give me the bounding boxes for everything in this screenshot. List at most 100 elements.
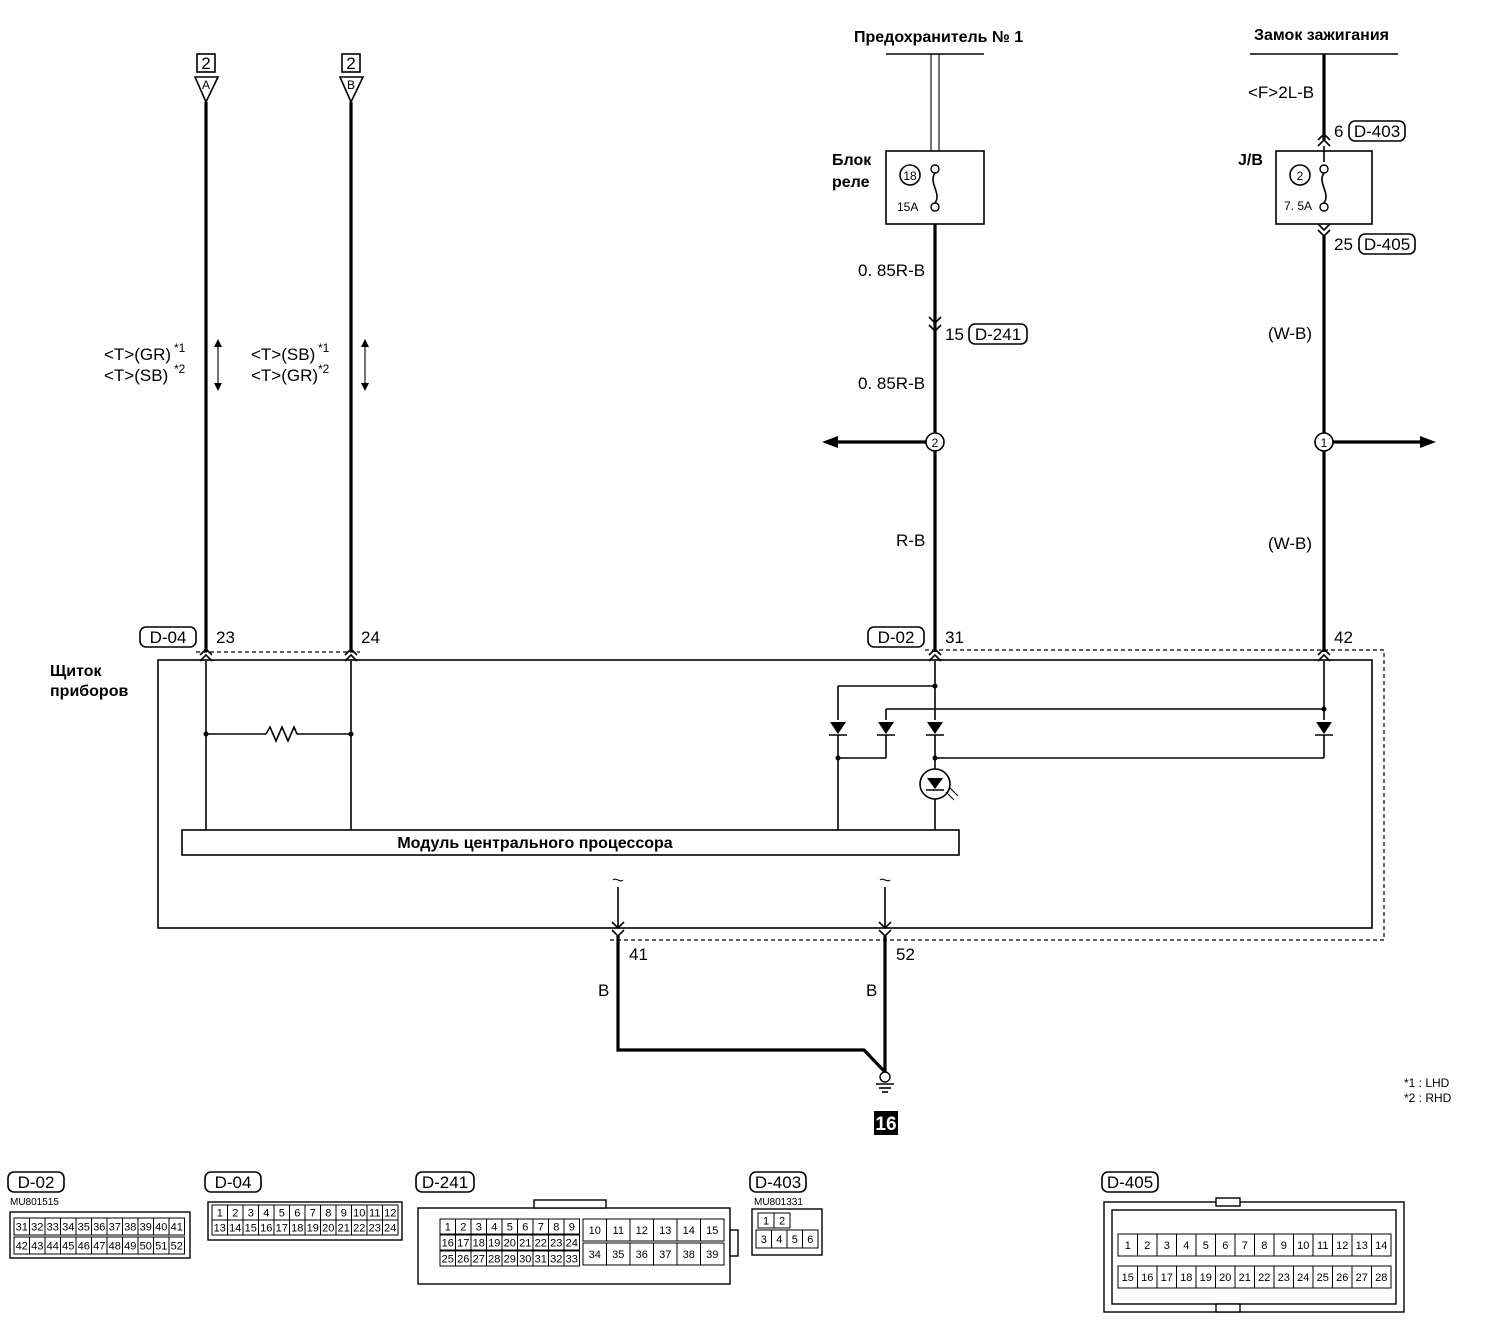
cpu-module-box [181, 829, 960, 856]
pin-number: 32 [31, 1222, 43, 1234]
pin-number: 47 [93, 1241, 105, 1253]
cluster-box [157, 659, 1373, 929]
pin-number: 19 [488, 1238, 500, 1250]
pin-24-symbol [344, 647, 358, 662]
wire-b-color-1: <T>(SB) [251, 345, 315, 364]
pin-number: 37 [659, 1249, 671, 1261]
conn-view-d403-part: MU801331 [754, 1197, 803, 1208]
fuse-source-label: Предохранитель № 1 [854, 29, 1023, 46]
wire-a-color-1: <T>(GR) [104, 345, 171, 364]
pin-number: 4 [263, 1208, 269, 1220]
pin-number: 17 [1161, 1272, 1173, 1284]
pin-number: 24 [1297, 1272, 1309, 1284]
fuse-wire-color-low: R-B [896, 531, 925, 550]
pin-number: 48 [109, 1241, 121, 1253]
pin-number: 14 [1375, 1240, 1387, 1252]
pin-number: 36 [93, 1222, 105, 1234]
pin-number: 35 [612, 1249, 624, 1261]
pin-number: 19 [307, 1223, 319, 1235]
pin-number: 27 [473, 1254, 485, 1266]
wire-b-color-label: <T>(SB) <T>(GR) *1 *2 [251, 339, 369, 391]
pin-number: 16 [260, 1223, 272, 1235]
wire-a-color-label: <T>(GR) <T>(SB) *1 *2 [104, 339, 222, 391]
conn-view-d405-inner [1111, 1209, 1397, 1305]
offpage-b-letter: B [347, 78, 355, 92]
conn-view-d04-name: D-04 [215, 1173, 252, 1192]
pin-cell [563, 1250, 580, 1267]
wire-ground-41 [616, 936, 887, 1074]
pin-number: 18 [473, 1238, 485, 1250]
pin-number: 21 [1239, 1272, 1251, 1284]
pin-cell [1371, 1265, 1392, 1289]
pin-number: 33 [47, 1222, 59, 1234]
pin-number: 16 [1141, 1272, 1153, 1284]
pin-number: 26 [1336, 1272, 1348, 1284]
diode-1 [829, 722, 847, 736]
wire-b-star-2: *2 [318, 362, 330, 376]
wire-a-star-1: *1 [174, 341, 186, 355]
wire-b-star-1: *1 [318, 341, 330, 355]
cluster-pin-52: 52 [896, 945, 915, 964]
pin-number: 34 [62, 1222, 74, 1234]
pin-number: 3 [761, 1234, 767, 1246]
pin-number: 35 [78, 1222, 90, 1234]
warning-led [919, 768, 959, 830]
pin-number: 24 [384, 1223, 396, 1235]
conn-view-d02-part: MU801515 [10, 1197, 59, 1208]
pin-cell [802, 1229, 819, 1249]
pin-number: 38 [683, 1249, 695, 1261]
pin-number: 1 [217, 1208, 223, 1220]
pin-number: 8 [325, 1208, 331, 1220]
wire-a-color-2: <T>(SB) [104, 366, 168, 385]
pin-number: 4 [491, 1222, 497, 1234]
cluster-pin-31: 31 [945, 628, 964, 647]
connector-d02-tag [867, 626, 925, 648]
pin-cell [563, 1218, 580, 1235]
diode-4 [1315, 722, 1333, 736]
cluster-conn-d04: D-04 [150, 628, 187, 647]
pin-number: 22 [353, 1223, 365, 1235]
ignition-wire-conn-d403: D-403 [1354, 122, 1400, 141]
ground-wire-41-color: B [598, 981, 609, 1000]
fuse-wire-conn-d241: D-241 [975, 325, 1021, 344]
pin-number: 20 [322, 1223, 334, 1235]
cluster-pin-23: 23 [216, 628, 235, 647]
fuse-wire-pin-d241: 15 [945, 325, 964, 344]
pin-number: 29 [504, 1254, 516, 1266]
conn-view-d02-name: D-02 [18, 1173, 55, 1192]
conn-view-d241-name: D-241 [422, 1173, 468, 1192]
pin-number: 9 [1281, 1240, 1287, 1252]
pin-number: 6 [807, 1234, 813, 1246]
cluster-pin-42: 42 [1334, 628, 1353, 647]
pin-number: 7 [1242, 1240, 1248, 1252]
pin-number: 42 [16, 1241, 28, 1253]
cpu-module-label: Модуль центрального процессора [397, 835, 672, 852]
pin-number: 30 [519, 1254, 531, 1266]
pin-number: 32 [550, 1254, 562, 1266]
pin-cell [700, 1242, 725, 1266]
pin-number: 24 [566, 1238, 578, 1250]
pin-number: 11 [1317, 1240, 1328, 1252]
pin-number: 40 [155, 1222, 167, 1234]
conn-view-d241-tag [415, 1171, 475, 1193]
pin-number: 19 [1200, 1272, 1212, 1284]
connector-d405-tag [1358, 233, 1416, 255]
fuse-18-rating: 15A [897, 200, 918, 214]
pin-cell [773, 1212, 791, 1229]
pin-number: 12 [1336, 1240, 1348, 1252]
connector-d241-tag [968, 323, 1028, 345]
cluster-conn-d02: D-02 [878, 628, 915, 647]
pin-23-symbol [199, 647, 213, 662]
pin-number: 14 [229, 1223, 241, 1235]
pin-number: 45 [62, 1241, 74, 1253]
pin-number: 10 [1297, 1240, 1309, 1252]
pin-number: 2 [1144, 1240, 1150, 1252]
offpage-connector-b: 2 B [338, 53, 365, 104]
pin-number: 14 [683, 1225, 695, 1237]
connector-d403-tag [1348, 120, 1406, 142]
pin-42-symbol [1317, 647, 1331, 662]
pin-number: 2 [460, 1222, 466, 1234]
ground-point-badge [874, 1111, 898, 1135]
splice-2-number: 2 [932, 436, 939, 450]
